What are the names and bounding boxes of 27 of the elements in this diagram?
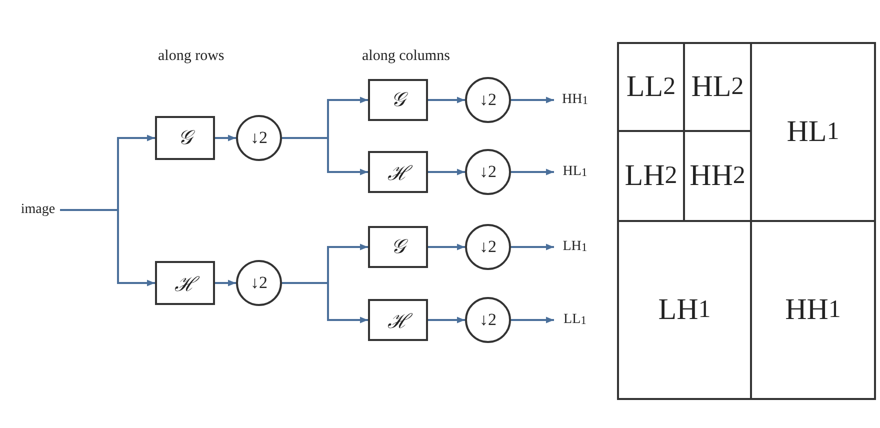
input-label: image	[18, 200, 58, 220]
filter-box: 𝒢	[368, 79, 428, 121]
filter-box: 𝒢	[368, 226, 428, 268]
downsample-circle: ↓2	[465, 149, 511, 195]
arrow	[511, 96, 554, 104]
arrow	[428, 96, 465, 104]
filter-box: ℋ	[368, 151, 428, 193]
arrow	[428, 168, 465, 176]
downsample-circle: ↓2	[465, 77, 511, 123]
downsample-circle: ↓2	[236, 260, 282, 306]
stage-heading: along columns	[362, 48, 450, 65]
arrow	[511, 244, 554, 250]
arrow	[428, 244, 465, 250]
arrow	[282, 282, 368, 324]
stage-heading: along rows	[158, 48, 224, 65]
filter-box: ℋ	[155, 261, 215, 305]
arrow	[428, 316, 465, 324]
arrow	[511, 168, 554, 176]
filter-box: ℋ	[368, 299, 428, 341]
arrow	[215, 280, 236, 286]
arrow	[282, 137, 368, 176]
downsample-circle: ↓2	[236, 115, 282, 161]
downsample-circle: ↓2	[465, 224, 511, 270]
arrow	[511, 316, 554, 324]
arrow	[215, 134, 236, 142]
downsample-circle: ↓2	[465, 297, 511, 343]
filter-box: 𝒢	[155, 116, 215, 160]
